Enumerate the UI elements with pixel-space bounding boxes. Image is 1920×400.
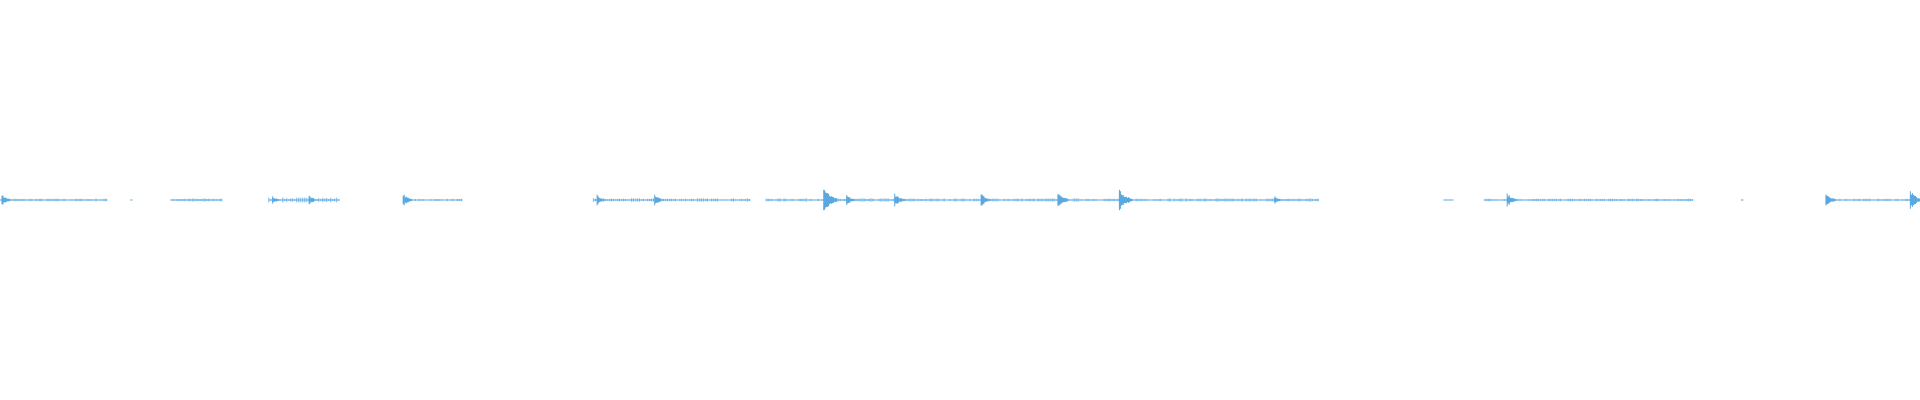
waveform-burst	[402, 194, 413, 206]
waveform-burst	[308, 195, 319, 205]
waveform-segment-detail	[1443, 199, 1453, 201]
waveform-burst	[654, 194, 665, 206]
waveform-segment-detail	[0, 198, 107, 202]
waveform-segments	[0, 197, 1920, 203]
waveform-segment-detail	[1483, 198, 1693, 202]
waveform-burst	[823, 189, 838, 211]
waveform-burst	[846, 195, 857, 205]
waveform-burst	[1, 195, 12, 205]
waveform-burst	[1274, 196, 1284, 204]
waveform-burst	[1057, 194, 1070, 206]
waveform-burst	[272, 196, 282, 204]
waveform-bursts	[1, 189, 1920, 211]
waveform-burst	[980, 194, 991, 206]
waveform-burst	[1825, 194, 1837, 206]
waveform-segment-detail	[170, 198, 222, 202]
waveform-burst	[1118, 189, 1133, 211]
waveform-burst	[1909, 191, 1920, 209]
waveform-burst	[596, 194, 607, 206]
waveform-burst	[1506, 193, 1518, 207]
waveform-burst	[894, 193, 906, 207]
